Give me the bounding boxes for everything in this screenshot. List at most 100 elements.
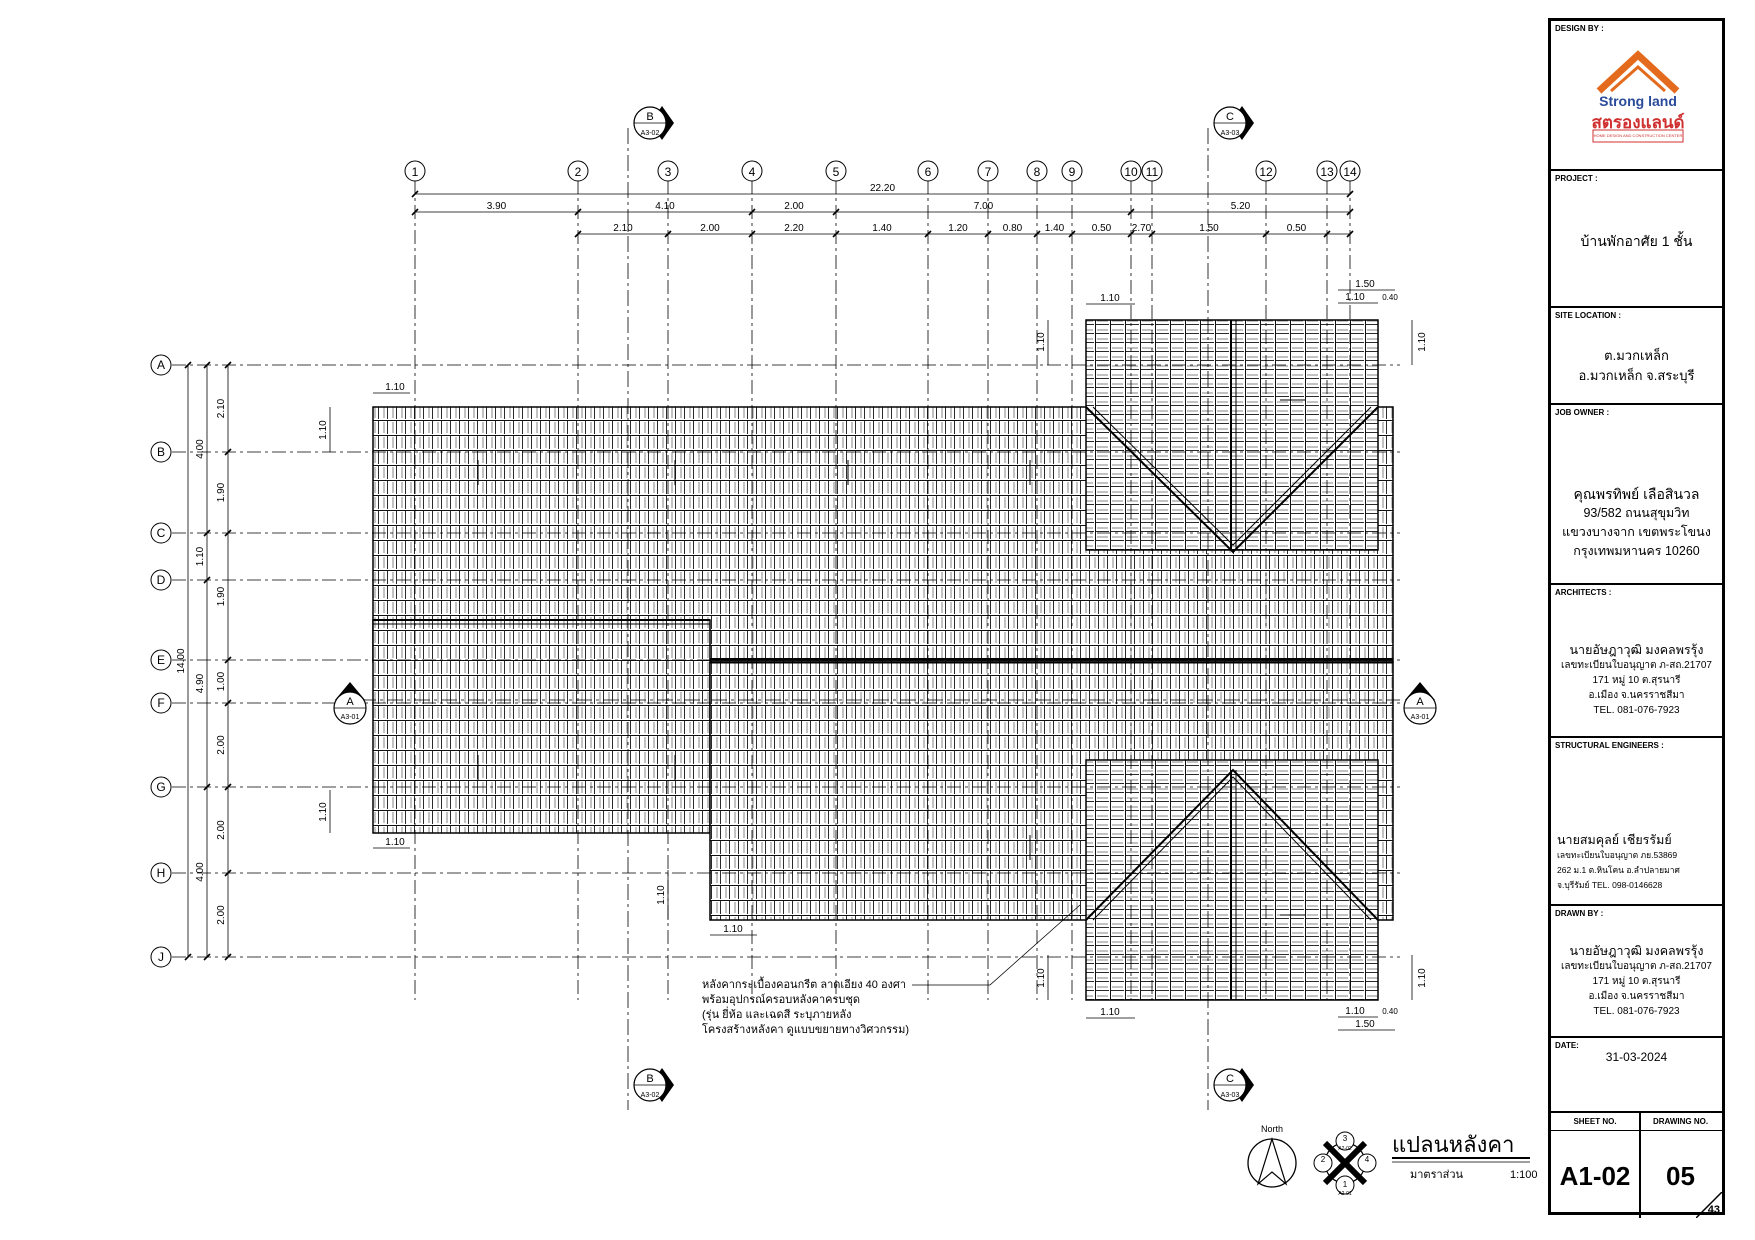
grid-label-y: G — [156, 780, 165, 794]
grid-lines-horizontal — [172, 364, 1400, 958]
svg-text:A3-03: A3-03 — [1221, 1092, 1240, 1099]
north-arrow-icon: North — [1247, 1124, 1297, 1188]
dimension-text: 2.20 — [784, 223, 804, 234]
grid-label-x: 7 — [985, 165, 992, 179]
grid-bubble-x-14 — [1339, 160, 1361, 182]
dimension-text: 1.90 — [216, 482, 227, 502]
svg-text:0.40: 0.40 — [1382, 293, 1398, 302]
svg-text:1.10: 1.10 — [656, 885, 667, 905]
page-total-corner — [1696, 1192, 1722, 1218]
svg-text:A3-01: A3-01 — [1411, 714, 1430, 721]
grid-label-x: 14 — [1343, 165, 1357, 179]
section-mark-a-left: A A3-01 — [333, 682, 1400, 725]
svg-text:North: North — [1261, 1124, 1283, 1134]
dimension-text: 2.70 — [1132, 223, 1152, 234]
grid-bubble-x-2 — [567, 160, 589, 182]
company-logo: Strong land สตรองแลนด์ HOME DESIGN AND C… — [1589, 47, 1687, 157]
roof-note: หลังคากระเบื้องคอนกรีต ลาดเอียง 40 องศา … — [702, 904, 1081, 1036]
grid-label-x: 9 — [1069, 165, 1076, 179]
grid-bubble-x-13 — [1316, 160, 1338, 182]
grid-bubble-x-6 — [917, 160, 939, 182]
grid-bubble-x-11 — [1141, 160, 1163, 182]
sheet-no-cell: SHEET NO. A1-02 — [1551, 1113, 1641, 1218]
grid-label-x: 5 — [833, 165, 840, 179]
dimension-text: 5.20 — [1231, 201, 1251, 212]
design-by-section: DESIGN BY : Strong land สตรองแลนด์ HOME … — [1551, 21, 1722, 171]
grid-bubble-y-B — [150, 441, 172, 463]
grid-bubble-x-12 — [1255, 160, 1277, 182]
svg-text:1.10: 1.10 — [1345, 292, 1365, 303]
date-section: DATE: 31-03-2024 — [1551, 1038, 1722, 1113]
grid-label-y: E — [157, 653, 165, 667]
grid-bubble-x-10 — [1120, 160, 1142, 182]
drawing-no-cell: DRAWING NO. 05 43 — [1639, 1113, 1722, 1218]
grid-label-x: 11 — [1146, 165, 1159, 179]
grid-bubble-x-3 — [657, 160, 679, 182]
svg-text:1.10: 1.10 — [385, 382, 405, 393]
grid-bubble-y-E — [150, 649, 172, 671]
dimension-text: 2.00 — [216, 905, 227, 925]
roof-west-wing — [372, 619, 711, 834]
svg-text:A3-02: A3-02 — [641, 130, 660, 137]
svg-text:1.10: 1.10 — [1417, 332, 1428, 352]
grid-label-x: 10 — [1124, 165, 1138, 179]
grid-label-x: 8 — [1034, 165, 1041, 179]
dimension-text: 1.20 — [948, 223, 968, 234]
grid-label-x: 12 — [1259, 165, 1273, 179]
svg-text:หลังคากระเบื้องคอนกรีต ลาดเอีย: หลังคากระเบื้องคอนกรีต ลาดเอียง 40 องศา — [702, 976, 906, 991]
svg-text:1.10: 1.10 — [318, 802, 329, 822]
grid-bubble-y-F — [150, 692, 172, 714]
elevation-key-icon: 3 1 2 4 A2-02 A2-01 — [1313, 1131, 1377, 1197]
grid-label-x: 13 — [1320, 165, 1334, 179]
svg-text:1.10: 1.10 — [385, 837, 405, 848]
svg-text:1.10: 1.10 — [1345, 1006, 1365, 1017]
grid-bubble-y-G — [150, 776, 172, 798]
svg-text:พร้อมอุปกรณ์ครอบหลังคาครบชุด: พร้อมอุปกรณ์ครอบหลังคาครบชุด — [702, 993, 860, 1006]
svg-text:มาตราส่วน: มาตราส่วน — [1410, 1169, 1464, 1181]
svg-text:B: B — [646, 111, 653, 123]
grid-bubble-x-1 — [404, 160, 426, 182]
svg-text:4: 4 — [1365, 1155, 1370, 1164]
grid-bubble-x-8 — [1026, 160, 1048, 182]
dimension-text: 1.00 — [216, 671, 227, 691]
svg-text:1.10: 1.10 — [1100, 293, 1120, 304]
grid-label-y: F — [157, 696, 164, 710]
svg-text:3: 3 — [1343, 1134, 1348, 1143]
svg-text:1.10: 1.10 — [1036, 332, 1047, 352]
dimension-text: 1.40 — [1045, 223, 1065, 234]
svg-text:แปลนหลังคา: แปลนหลังคา — [1392, 1132, 1514, 1157]
svg-text:2: 2 — [1321, 1155, 1326, 1164]
svg-text:โครงสร้างหลังคา ดูแบบขยายทางวิ: โครงสร้างหลังคา ดูแบบขยายทางวิศวกรรม) — [702, 1022, 909, 1036]
site-location-section: SITE LOCATION : ต.มวกเหล็ก อ.มวกเหล็ก จ.… — [1551, 308, 1722, 405]
grid-label-y: D — [157, 573, 166, 587]
job-owner-section: JOB OWNER : คุณพรทิพย์ เลือสินวล 93/582 … — [1551, 405, 1722, 585]
svg-text:A3-03: A3-03 — [1221, 130, 1240, 137]
dimension-text: 4.10 — [655, 201, 675, 212]
dimension-text: 2.00 — [216, 735, 227, 755]
section-mark-c-bottom: C A3-03 — [1213, 1068, 1254, 1102]
section-mark-c-top: C A3-03 — [1207, 106, 1254, 1110]
dimension-text: 0.50 — [1092, 223, 1112, 234]
grid-bubble-y-D — [150, 569, 172, 591]
svg-text:1: 1 — [1343, 1180, 1348, 1189]
svg-text:A3-01: A3-01 — [341, 714, 360, 721]
drawn-by-section: DRAWN BY : นายอัษฎาวุฒิ มงคลพรรุ้ง เลขทะ… — [1551, 906, 1722, 1038]
dimension-text: 2.10 — [216, 398, 227, 418]
svg-text:A: A — [1416, 696, 1424, 708]
dimension-text: 3.90 — [487, 201, 507, 212]
svg-text:A: A — [346, 696, 354, 708]
dimension-text: 0.50 — [1287, 223, 1307, 234]
svg-text:1.10: 1.10 — [723, 924, 743, 935]
svg-text:1:100: 1:100 — [1510, 1169, 1538, 1181]
svg-text:B: B — [646, 1073, 653, 1085]
overhang-dimensions: 1.10 1.10 1.10 1.10 1.10 1.10 1.10 1.10 … — [318, 279, 1428, 1031]
grid-label-y: B — [157, 445, 165, 459]
svg-text:A2-02: A2-02 — [1338, 1146, 1352, 1152]
dimension-text: 1.50 — [1199, 223, 1219, 234]
grid-bubble-x-7 — [977, 160, 999, 182]
sheet-number-row: SHEET NO. A1-02 DRAWING NO. 05 43 — [1551, 1113, 1722, 1218]
svg-text:1.10: 1.10 — [1100, 1007, 1120, 1018]
